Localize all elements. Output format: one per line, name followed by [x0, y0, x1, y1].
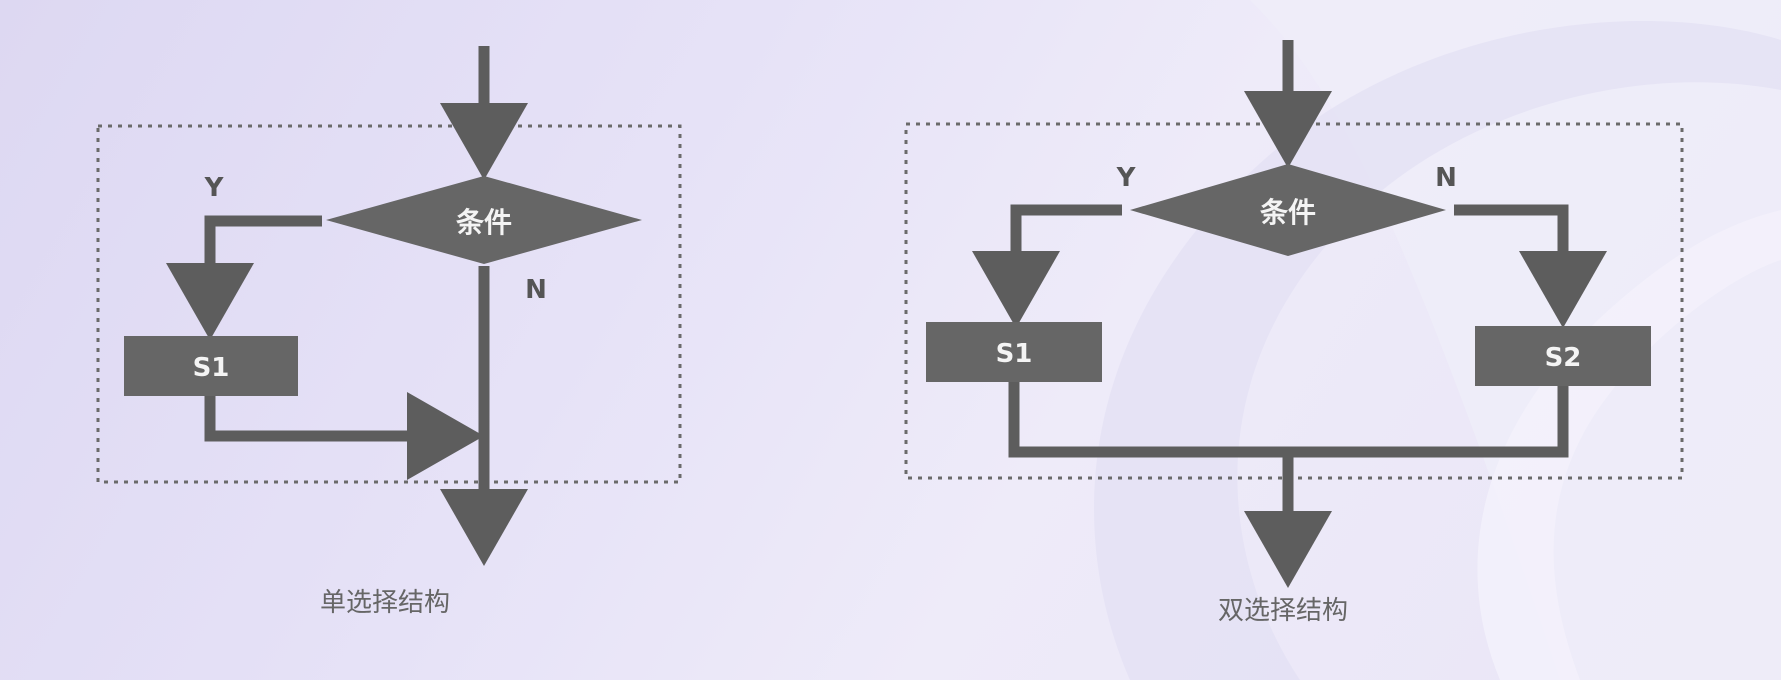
single-decision-label: 条件 — [456, 206, 512, 239]
single-yes-label: Y — [204, 173, 225, 203]
double-s2-label: S2 — [1545, 343, 1582, 373]
double-no-arrow — [1454, 204, 1607, 328]
double-decision-diamond — [1130, 164, 1446, 256]
double-yes-arrow — [972, 204, 1122, 328]
single-s1-label: S1 — [193, 353, 230, 383]
double-structure-caption: 双选择结构 — [1218, 596, 1349, 626]
single-yes-arrow — [166, 215, 322, 340]
single-dashed-frame — [96, 124, 682, 484]
double-s2-box — [1475, 326, 1651, 386]
double-no-label: N — [1435, 163, 1457, 193]
double-decision-label: 条件 — [1260, 196, 1316, 229]
double-s1-label: S1 — [996, 339, 1033, 369]
single-merge-arrow — [204, 392, 484, 480]
single-structure-caption: 单选择结构 — [320, 588, 451, 618]
single-selection-structure: 条件 Y S1 N — [96, 46, 682, 566]
double-s1-box — [926, 322, 1102, 382]
double-yes-label: Y — [1116, 163, 1137, 193]
double-dashed-frame — [904, 122, 1684, 480]
double-merge-line — [1008, 382, 1569, 458]
single-s1-box — [124, 336, 298, 396]
single-no-label: N — [525, 275, 547, 305]
double-selection-structure: 条件 Y N S1 S2 — [904, 40, 1684, 588]
single-decision-diamond — [326, 176, 642, 264]
